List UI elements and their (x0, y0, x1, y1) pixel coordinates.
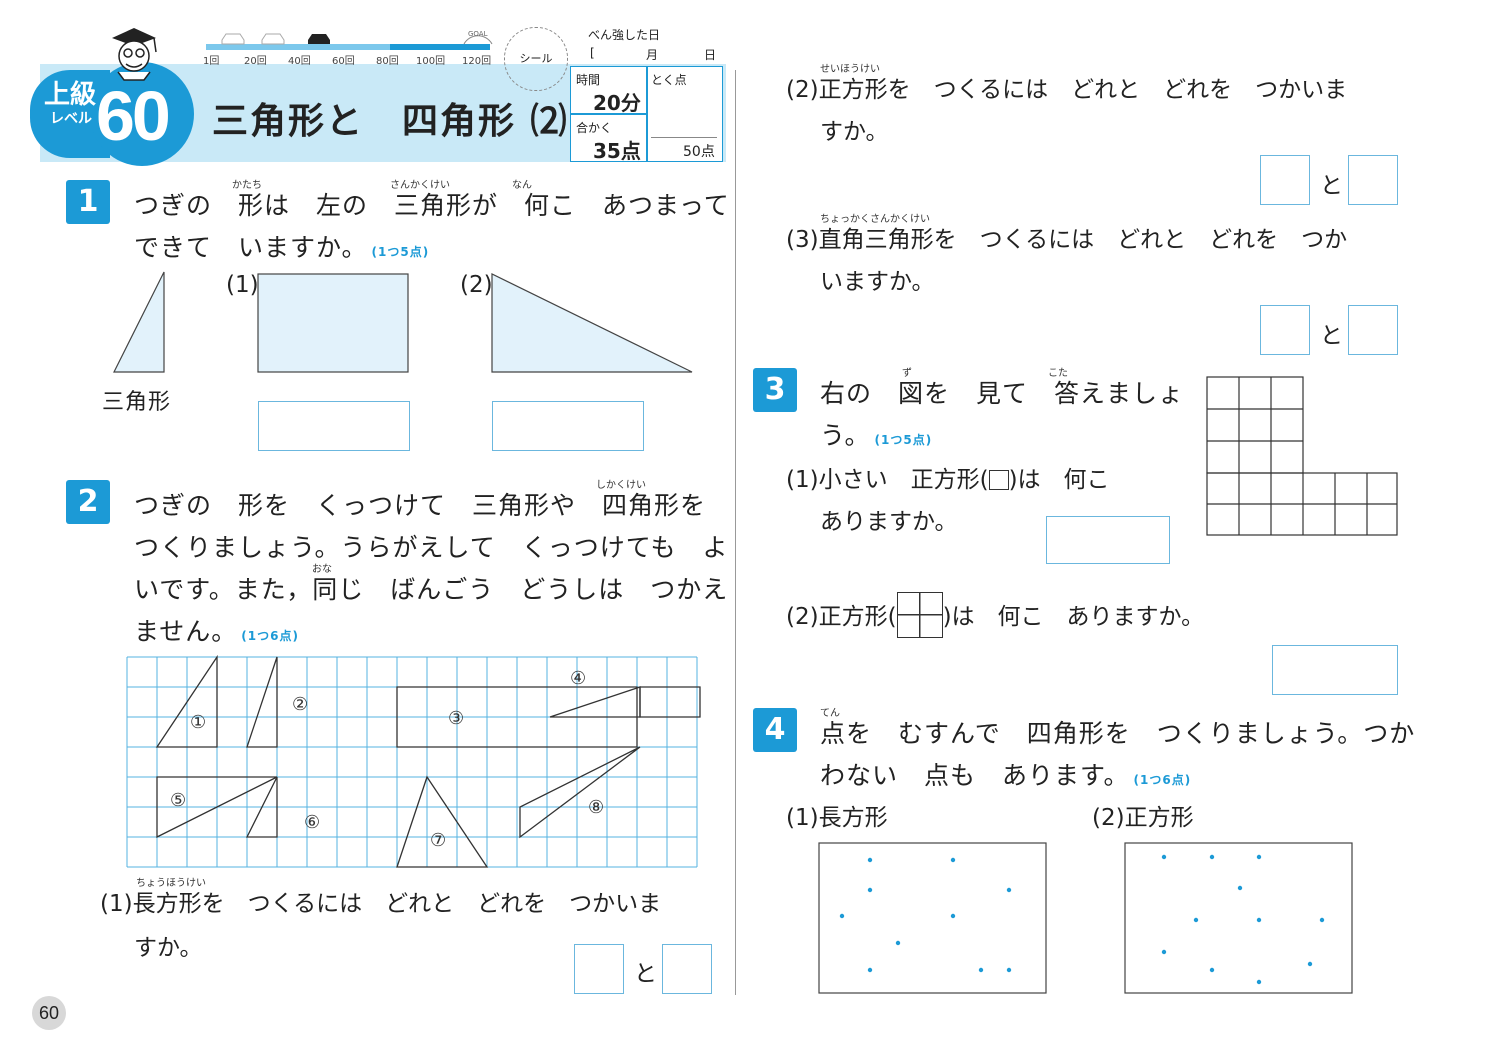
level-badge: 上級 レベル 60 (30, 62, 194, 166)
q1-figures (113, 271, 693, 373)
question-number: 3 (753, 368, 797, 412)
sub-label: (2) (460, 272, 493, 298)
question-number: 2 (66, 480, 110, 524)
day-label: 日 (704, 48, 717, 62)
professor-mascot-icon (112, 28, 157, 81)
question-text: つぎの 形を くっつけて 三角形や 四角形を (134, 491, 707, 520)
date-bracket-open: [ (590, 46, 595, 60)
shape-label: ③ (448, 708, 464, 729)
time-label: 時間 (576, 73, 601, 87)
column-divider (735, 70, 736, 995)
answer-box[interactable] (1260, 305, 1310, 355)
four-square-icon (896, 592, 943, 638)
ruby: おな (312, 564, 332, 575)
time-value: 20分 (593, 91, 641, 115)
sub-question-text: (2)正方形を つくるには どれと どれを つかいま (786, 77, 1348, 103)
progress-tick: 60回 (332, 56, 355, 67)
ruby: なん (512, 180, 532, 191)
shape-label: ⑦ (430, 830, 446, 851)
month-label: 月 (646, 48, 659, 62)
answer-box[interactable] (258, 401, 410, 451)
level-number: 60 (96, 77, 171, 155)
question-text: いです。また，同じ ばんごう どうしは つかえ (134, 575, 729, 604)
sub-question-text: ありますか。 (820, 509, 958, 535)
ruby: かたち (232, 180, 262, 191)
ruby: ちょうほうけい (136, 878, 206, 889)
level-label: 上級 (44, 80, 97, 110)
answer-box[interactable] (1046, 516, 1170, 564)
progress-tick: 40回 (288, 56, 311, 67)
pass-label: 合かく (576, 121, 613, 135)
sub-question-text: (3)直角三角形を つくるには どれと どれを つか (786, 227, 1348, 253)
sub-label: (1) (226, 272, 259, 298)
score-table: 時間 20分 合かく 35点 とく点 50点 (570, 66, 723, 163)
ruby: ちょっかくさんかくけい (820, 214, 930, 225)
sub-question-text: いますか。 (820, 269, 935, 295)
progress-tick: 100回 (416, 56, 446, 67)
question-text: わない 点も あります。(1つ6点) (820, 761, 1192, 790)
max-score: 50点 (683, 144, 715, 160)
answer-box[interactable] (662, 944, 712, 994)
shape-label: ④ (570, 668, 586, 689)
question-text: ません。(1つ6点) (134, 617, 299, 646)
progress-tick: 1回 (203, 56, 220, 67)
shape-label: ⑤ (170, 790, 186, 811)
study-date-label: べん強した日 (588, 28, 661, 42)
ruby: せいほうけい (820, 64, 880, 75)
shape-label: ① (190, 712, 206, 733)
answer-box[interactable] (1260, 155, 1310, 205)
sticker-seal: シール (504, 27, 568, 91)
sub-label: (1)長方形 (786, 805, 888, 831)
progress-tick: 20回 (244, 56, 267, 67)
score-label: とく点 (651, 73, 687, 87)
small-square-icon (988, 470, 1009, 490)
shape-label: ⑧ (588, 797, 604, 818)
and-label: と (1320, 173, 1343, 199)
answer-box[interactable] (574, 944, 624, 994)
question-text: 右の 図を 見て 答えましょ (820, 379, 1185, 408)
progress-tick: 120回 (462, 56, 492, 67)
question-text: う。(1つ5点) (820, 421, 933, 450)
sub-question-text: (2)正方形()は 何こ ありますか。 (786, 592, 1204, 638)
ruby: しかくけい (596, 480, 646, 491)
dot-field-square[interactable] (1124, 842, 1354, 996)
question-number: 1 (66, 180, 110, 224)
answer-box[interactable] (1348, 155, 1398, 205)
page-title: 三角形と 四角形 ⑵ (212, 101, 569, 142)
square-grid-figure (1206, 376, 1398, 536)
question-text: つぎの 形は 左の 三角形が 何こ あつまって (134, 191, 730, 220)
shape-label: ⑥ (304, 812, 320, 833)
question-text: 点を むすんで 四角形を つくりましょう。つか (820, 719, 1416, 748)
question-text: できて いますか。(1つ5点) (134, 233, 430, 262)
dot-field-rectangle[interactable] (818, 842, 1048, 996)
answer-box[interactable] (1272, 645, 1398, 695)
ruby: こた (1048, 368, 1068, 379)
ruby: さんかくけい (390, 180, 450, 191)
progress-tick: 80回 (376, 56, 399, 67)
question-text: つくりましょう。うらがえして くっつけても よ (134, 533, 729, 562)
level-word: レベル (50, 111, 92, 127)
shapes-grid: ① ② ③ ④ ⑤ ⑥ ⑦ ⑧ (126, 654, 701, 868)
sample-triangle-label: 三角形 (102, 390, 172, 415)
progress-track: GOAL (206, 30, 493, 50)
sub-question-text: (1)小さい 正方形()は 何こ (786, 467, 1110, 493)
sub-question-text: すか。 (134, 935, 203, 961)
and-label: と (1320, 323, 1343, 349)
ruby: てん (820, 708, 840, 719)
sub-question-text: (1)長方形を つくるには どれと どれを つかいま (100, 891, 662, 917)
question-number: 4 (753, 708, 797, 752)
answer-box[interactable] (1348, 305, 1398, 355)
sub-question-text: すか。 (820, 119, 889, 145)
page-number: 60 (32, 996, 66, 1030)
answer-box[interactable] (492, 401, 644, 451)
and-label: と (634, 961, 657, 987)
pass-value: 35点 (593, 139, 641, 163)
sub-label: (2)正方形 (1092, 805, 1194, 831)
shape-label: ② (292, 694, 308, 715)
goal-label: GOAL (468, 30, 488, 38)
ruby: ず (902, 368, 912, 379)
